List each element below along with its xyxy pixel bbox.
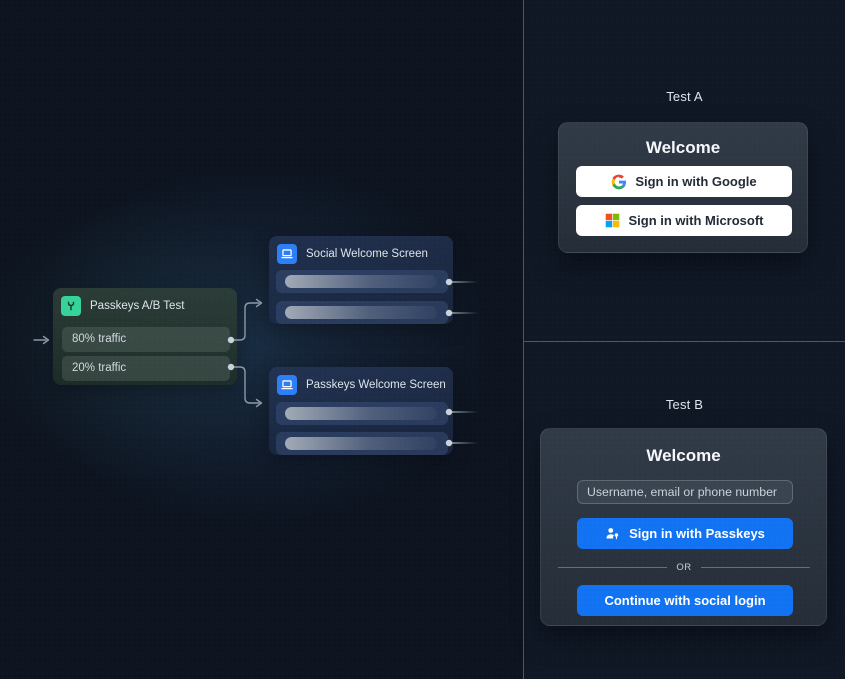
username-input[interactable]: [577, 480, 793, 504]
button-label: Continue with social login: [604, 593, 766, 608]
test-a-welcome-card: Welcome Sign in with Google: [558, 122, 808, 253]
placeholder-bar: [285, 437, 437, 450]
card-title: Welcome: [646, 446, 721, 465]
connector-arrowhead: [255, 398, 263, 408]
vertical-divider: [523, 0, 524, 679]
microsoft-logo-icon: [604, 213, 620, 229]
node-header: Passkeys A/B Test: [61, 296, 184, 316]
traffic-row-20[interactable]: 20% traffic: [62, 356, 230, 381]
placeholder-row[interactable]: [276, 301, 448, 324]
split-branch-icon: [61, 296, 81, 316]
placeholder-row[interactable]: [276, 432, 448, 455]
placeholder-bar: [285, 407, 437, 420]
test-b-welcome-card: Welcome Sign in with Passkeys OR Continu…: [540, 428, 827, 626]
or-divider: OR: [558, 562, 810, 573]
node-title: Passkeys Welcome Screen: [306, 379, 446, 391]
placeholder-bar: [285, 275, 437, 288]
flow-canvas: Passkeys A/B Test 80% traffic 20% traffi…: [33, 236, 478, 455]
traffic-row-80[interactable]: 80% traffic: [62, 327, 230, 352]
connector-arrowhead: [255, 298, 263, 308]
placeholder-bar: [285, 306, 437, 319]
horizontal-divider: [524, 341, 845, 342]
test-a-label: Test A: [666, 89, 703, 104]
sign-in-microsoft-button[interactable]: Sign in with Microsoft: [576, 205, 792, 236]
flow-node-ab-test[interactable]: Passkeys A/B Test 80% traffic 20% traffi…: [53, 288, 237, 385]
sign-in-google-button[interactable]: Sign in with Google: [576, 166, 792, 197]
placeholder-row[interactable]: [276, 402, 448, 425]
node-title: Passkeys A/B Test: [90, 300, 185, 312]
continue-social-login-button[interactable]: Continue with social login: [577, 585, 793, 616]
card-title: Welcome: [645, 138, 721, 157]
screen-icon: [277, 244, 297, 264]
node-header: Passkeys Welcome Screen: [277, 375, 446, 395]
button-label: Sign in with Microsoft: [628, 213, 764, 228]
button-label: Sign in with Passkeys: [629, 526, 765, 541]
divider-line: [700, 567, 810, 568]
flow-node-passkeys-welcome[interactable]: Passkeys Welcome Screen: [269, 367, 453, 455]
node-title: Social Welcome Screen: [306, 248, 428, 260]
passkey-user-icon: [605, 526, 621, 542]
screen-icon: [277, 375, 297, 395]
divider-line: [558, 567, 668, 568]
placeholder-row[interactable]: [276, 270, 448, 293]
flow-node-social-welcome[interactable]: Social Welcome Screen: [269, 236, 453, 324]
traffic-row-label: 20% traffic: [72, 362, 127, 374]
incoming-arrowhead: [42, 335, 50, 345]
sign-in-passkeys-button[interactable]: Sign in with Passkeys: [577, 518, 793, 549]
node-header: Social Welcome Screen: [277, 244, 428, 264]
traffic-row-label: 80% traffic: [72, 333, 127, 345]
google-logo-icon: [611, 174, 627, 190]
button-label: Sign in with Google: [635, 174, 757, 189]
divider-label: OR: [676, 562, 692, 573]
test-b-label: Test B: [665, 397, 704, 412]
